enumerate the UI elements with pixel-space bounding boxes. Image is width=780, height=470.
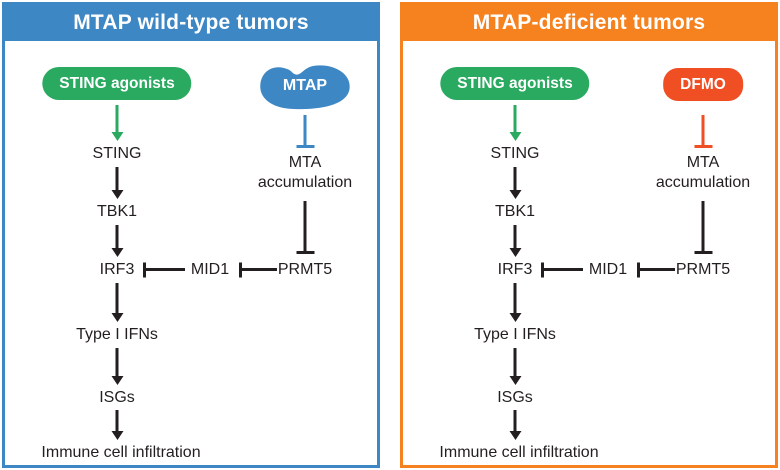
panel-mtap-deficient: MTAP-deficient tumors STING agonists DFM… xyxy=(400,2,778,468)
mtap-blob: MTAP xyxy=(257,61,353,111)
inhibition-bar-mta-prmt5-icon xyxy=(303,201,307,251)
inhibition-bar-mid1-irf3-icon xyxy=(541,268,583,271)
type-i-ifns-node: Type I IFNs xyxy=(76,326,158,343)
activation-arrow-icon xyxy=(115,105,119,132)
arrow-sting-tbk1-icon xyxy=(115,167,119,190)
panel-title: MTAP-deficient tumors xyxy=(403,5,775,41)
arrow-ifns-isgs-icon xyxy=(513,348,517,376)
arrow-tbk1-irf3-icon xyxy=(513,225,517,248)
type-i-ifns-node: Type I IFNs xyxy=(474,326,556,343)
dfmo-pill: DFMO xyxy=(663,68,743,101)
activation-arrow-icon xyxy=(513,105,517,132)
immune-infiltration-node: Immune cell infiltration xyxy=(41,444,201,461)
sting-agonists-pill: STING agonists xyxy=(440,67,590,100)
prmt5-node: PRMT5 xyxy=(675,261,731,278)
inhibition-bar-mta-prmt5-icon xyxy=(701,201,705,251)
pathway-diagram: STING agonists DFMO STING TBK1 IRF3 Type… xyxy=(403,41,775,465)
arrow-isgs-immune-icon xyxy=(513,410,517,431)
mtap-label: MTAP xyxy=(282,77,328,94)
arrow-isgs-immune-icon xyxy=(115,410,119,431)
tbk1-node: TBK1 xyxy=(96,203,138,220)
inhibition-bar-mid1-irf3-icon xyxy=(143,268,185,271)
isgs-node: ISGs xyxy=(99,389,135,406)
inhibition-bar-dfmo-mta-icon xyxy=(701,115,705,145)
arrow-irf3-ifns-icon xyxy=(513,283,517,313)
mid1-node: MID1 xyxy=(190,261,230,278)
prmt5-node: PRMT5 xyxy=(277,261,333,278)
arrow-irf3-ifns-icon xyxy=(115,283,119,313)
panel-title: MTAP wild-type tumors xyxy=(5,5,377,41)
panel-mtap-wildtype: MTAP wild-type tumors STING agonists MTA… xyxy=(2,2,380,468)
tbk1-node: TBK1 xyxy=(494,203,536,220)
isgs-node: ISGs xyxy=(497,389,533,406)
irf3-node: IRF3 xyxy=(497,261,533,278)
irf3-node: IRF3 xyxy=(99,261,135,278)
sting-node: STING xyxy=(490,145,540,162)
arrow-tbk1-irf3-icon xyxy=(115,225,119,248)
arrow-sting-tbk1-icon xyxy=(513,167,517,190)
mta-accumulation-node: MTA accumulation xyxy=(257,154,353,191)
arrow-ifns-isgs-icon xyxy=(115,348,119,376)
sting-node: STING xyxy=(92,145,142,162)
mid1-node: MID1 xyxy=(588,261,628,278)
inhibition-bar-mtap-mta-icon xyxy=(303,115,307,145)
inhibition-bar-prmt5-mid1-icon xyxy=(637,268,675,271)
blob-shape-icon xyxy=(260,65,350,110)
inhibition-bar-prmt5-mid1-icon xyxy=(239,268,277,271)
sting-agonists-pill: STING agonists xyxy=(42,67,192,100)
immune-infiltration-node: Immune cell infiltration xyxy=(439,444,599,461)
pathway-diagram: STING agonists MTAP STING TBK1 IRF3 Type… xyxy=(5,41,377,465)
mta-accumulation-node: MTA accumulation xyxy=(655,154,751,191)
